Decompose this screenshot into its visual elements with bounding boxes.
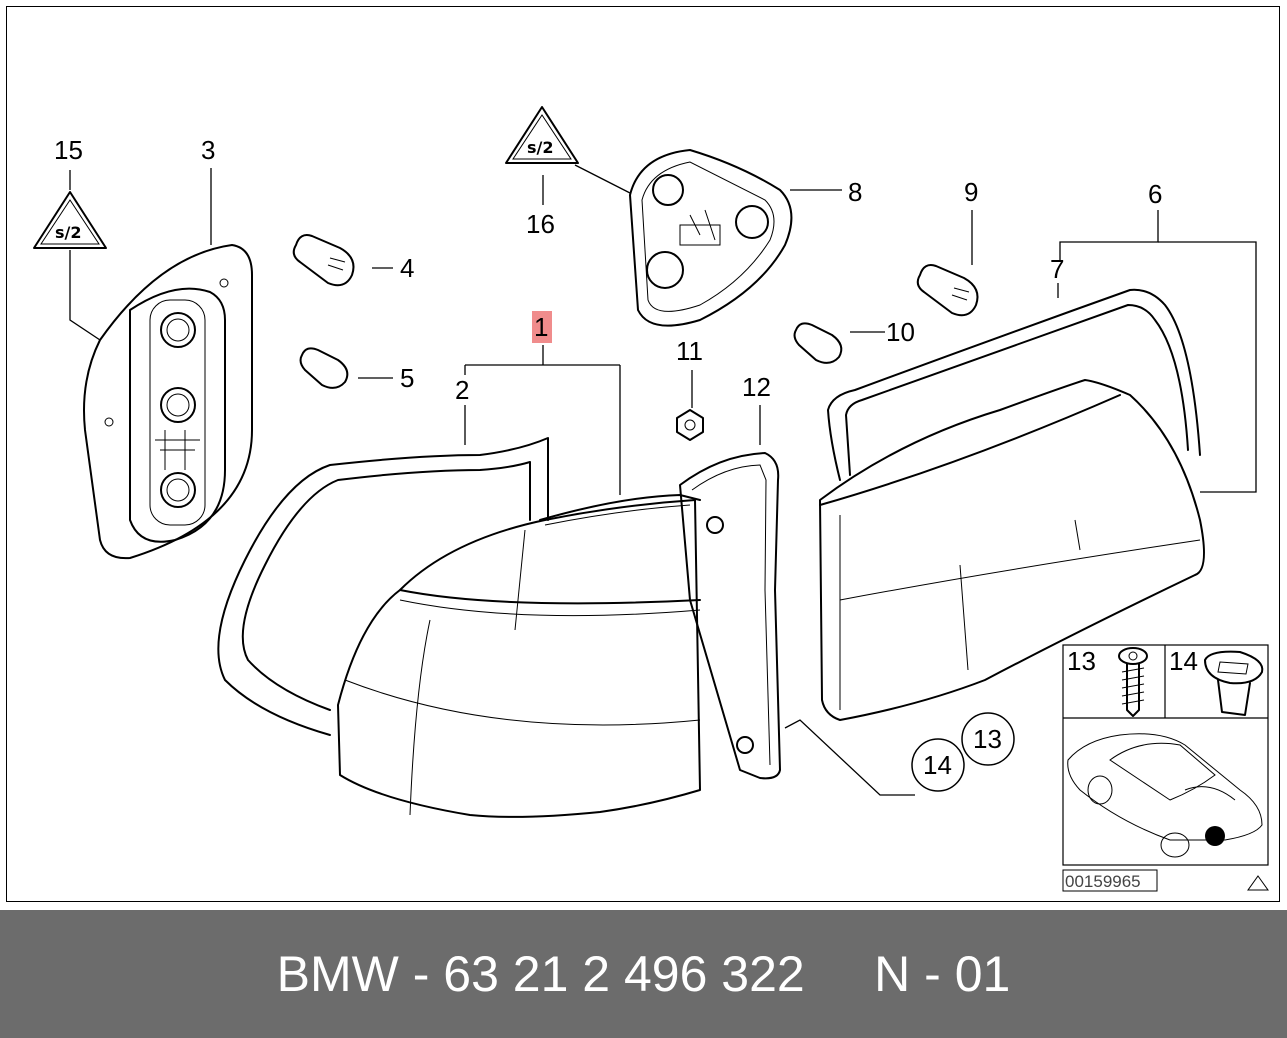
svg-text:13: 13: [973, 724, 1002, 754]
callout-12: 12: [742, 372, 771, 402]
callout-4: 4: [400, 253, 414, 283]
leader-lines: [69, 164, 1257, 796]
parts-diagram: ꜱ/2 ꜱ/2: [33, 106, 1269, 892]
footer-bar: BMW - 63 21 2 496 322 N - 01: [0, 910, 1287, 1038]
svg-text:ꜱ/2: ꜱ/2: [55, 223, 82, 242]
callout-11: 11: [676, 336, 703, 366]
gasket: [217, 437, 549, 736]
clip-nut-icon: [1204, 650, 1264, 716]
nut-icon: [676, 409, 704, 441]
screw-icon: [1118, 647, 1148, 717]
inset-label-14: 14: [1169, 646, 1198, 676]
svg-text:14: 14: [923, 750, 952, 780]
callout-8: 8: [848, 177, 862, 207]
callout-2: 2: [455, 375, 469, 405]
drawing-number-box: [1062, 869, 1158, 892]
warning-triangle-icon: ꜱ/2: [33, 191, 107, 249]
bulb-carrier-inner: [629, 149, 793, 327]
callout-highlight: [532, 311, 552, 343]
triangle-mark-icon: [1247, 875, 1269, 891]
svg-text:ꜱ/2: ꜱ/2: [527, 138, 554, 157]
bracket: [679, 452, 781, 780]
tail-lamp-outer: [337, 494, 701, 818]
callout-3: 3: [201, 135, 215, 165]
tail-lamp-inner: [819, 379, 1205, 721]
bulb-icon: [916, 264, 979, 317]
callout-16: 16: [526, 209, 555, 239]
callout-15: 15: [54, 135, 83, 165]
warning-triangle-icon: ꜱ/2: [505, 106, 579, 164]
callout-6: 6: [1148, 179, 1162, 209]
bulb-icon: [793, 322, 843, 364]
callout-circle-14: 14: [911, 738, 965, 792]
callout-circle-13: 13: [961, 712, 1015, 766]
callout-10: 10: [886, 317, 915, 347]
inset-label-13: 13: [1067, 646, 1096, 676]
seal: [827, 288, 1201, 481]
bulb-icon: [299, 347, 349, 389]
callout-7: 7: [1050, 254, 1064, 284]
car-location-icon: [1067, 733, 1263, 858]
bulb-carrier: [83, 244, 253, 560]
inset-panel: [1062, 644, 1269, 866]
drawing-number: 00159965: [1065, 872, 1141, 891]
callout-9: 9: [964, 177, 978, 207]
part-number-label: BMW - 63 21 2 496 322 N - 01: [276, 946, 1011, 1002]
callout-5: 5: [400, 363, 414, 393]
bulb-icon: [292, 234, 355, 287]
callout-1: 1: [534, 312, 548, 342]
